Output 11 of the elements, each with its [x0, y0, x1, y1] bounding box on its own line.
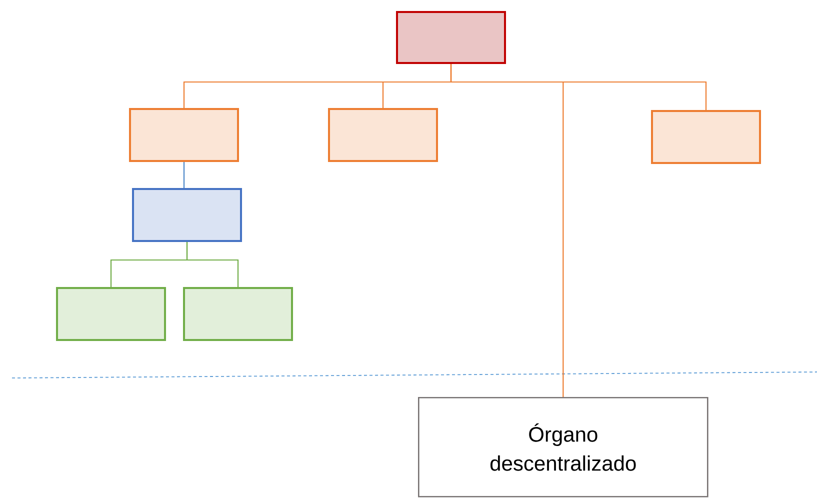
connector-line	[183, 162, 185, 188]
org-box	[183, 287, 293, 341]
org-box	[56, 287, 166, 341]
org-box	[328, 108, 438, 162]
process-box: Órgano descentralizado	[418, 396, 708, 498]
org-box	[129, 108, 239, 162]
connector-line	[186, 242, 239, 287]
org-box	[651, 110, 761, 164]
org-box	[132, 188, 242, 242]
connector-line	[450, 64, 564, 397]
org-box	[396, 11, 506, 64]
